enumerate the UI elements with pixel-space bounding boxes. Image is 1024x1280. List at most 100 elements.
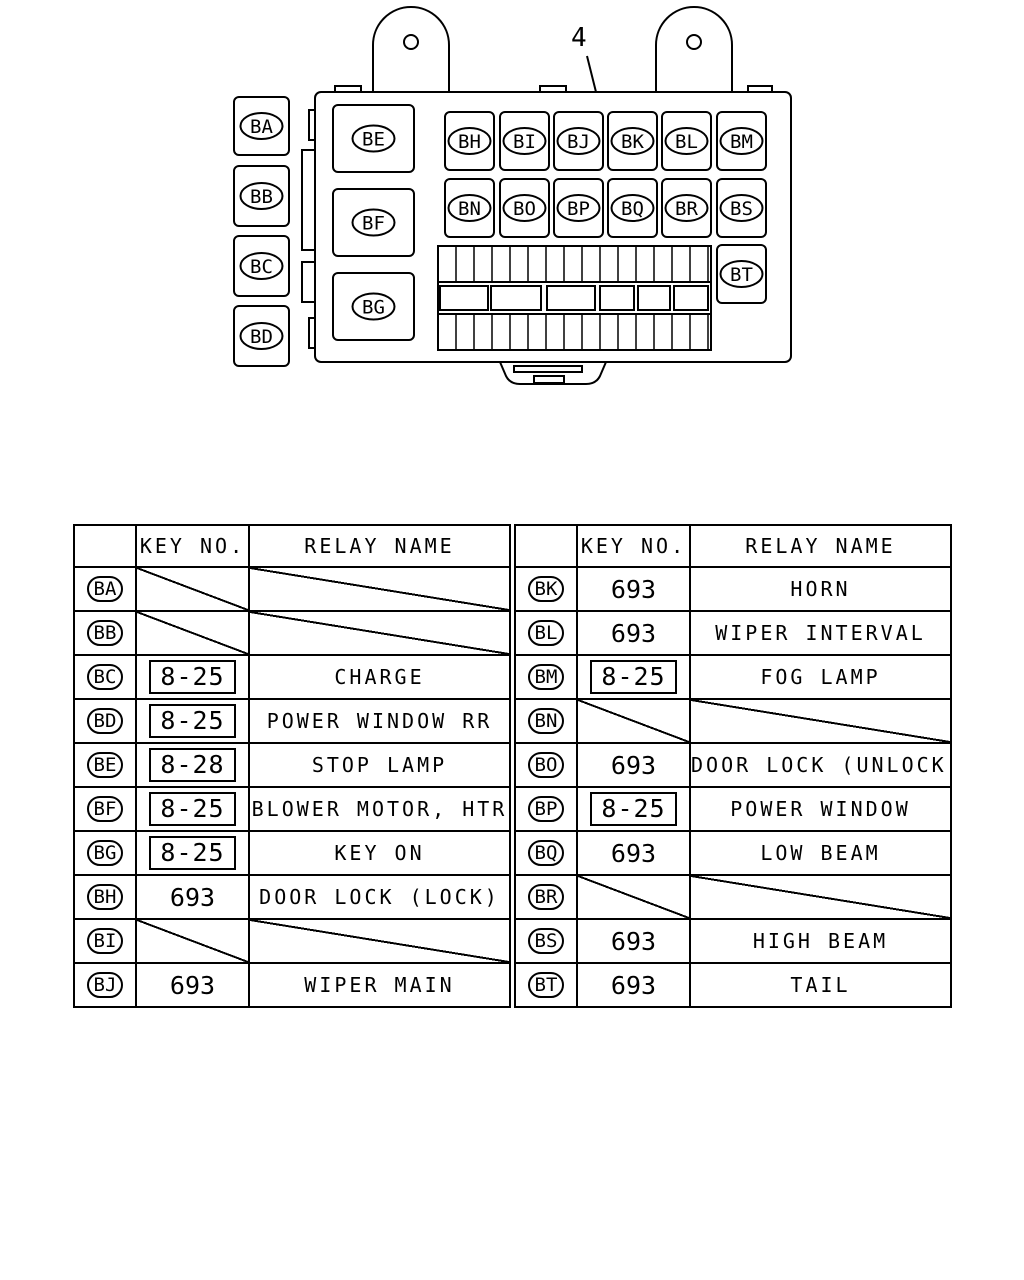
relay-block-label: BR (675, 198, 698, 220)
relay-code: BP (527, 796, 565, 822)
header-blank (73, 524, 137, 568)
relay-code-cell: BT (514, 962, 578, 1008)
key-no-cell: 693 (576, 742, 691, 788)
key-no: 8-25 (590, 660, 677, 694)
relay-code-cell: BA (73, 566, 137, 612)
key-no-cell: 693 (135, 874, 250, 920)
relay-code: BE (86, 752, 124, 778)
mounting-hole-left (403, 34, 419, 50)
relay-name-cell: POWER WINDOW (689, 786, 952, 832)
key-no-cell: 8-25 (576, 786, 691, 832)
table-row: BJ 693 WIPER MAIN (73, 962, 511, 1008)
relay-name-cell: STOP LAMP (248, 742, 511, 788)
relay-name: STOP LAMP (311, 753, 448, 777)
mounting-ear-right (655, 6, 733, 92)
key-no-cell: 693 (576, 566, 691, 612)
relay-block-label: BD (250, 326, 273, 348)
relay-code: BA (86, 576, 124, 602)
relay-block-label: BM (730, 131, 753, 153)
relay-block-bd: BD (233, 305, 290, 367)
table-row: BC 8-25 CHARGE (73, 654, 511, 700)
relay-code: BC (86, 664, 124, 690)
relay-code: BJ (86, 972, 124, 998)
relay-name: TAIL (790, 973, 851, 997)
table-row: BP 8-25 POWER WINDOW (514, 786, 952, 832)
relay-code-cell: BR (514, 874, 578, 920)
header-relay-name: RELAY NAME (248, 524, 511, 568)
relay-name-cell: FOG LAMP (689, 654, 952, 700)
key-no: 693 (610, 574, 657, 604)
relay-code-cell: BM (514, 654, 578, 700)
relay-block-bo: BO (499, 178, 550, 238)
relay-code-cell: BN (514, 698, 578, 744)
relay-name: CHARGE (334, 665, 425, 689)
relay-block-label: BH (458, 131, 481, 153)
relay-block-label: BO (513, 198, 536, 220)
relay-code-cell: BB (73, 610, 137, 656)
relay-code: BB (86, 620, 124, 646)
relay-name-cell: TAIL (689, 962, 952, 1008)
relay-name-cell: WIPER MAIN (248, 962, 511, 1008)
key-no-cell: 693 (576, 918, 691, 964)
relay-name-cell-empty (248, 918, 511, 964)
key-no-cell: 8-28 (135, 742, 250, 788)
key-no-cell: 8-25 (576, 654, 691, 700)
relay-block-bt: BT (716, 244, 767, 304)
relay-name: HORN (790, 577, 851, 601)
relay-name-cell: DOOR LOCK (LOCK) (248, 874, 511, 920)
key-no-cell: 8-25 (135, 698, 250, 744)
relay-block-label: BT (730, 264, 753, 286)
key-no-cell-empty (576, 874, 691, 920)
mounting-hole-right (686, 34, 702, 50)
relay-code-cell: BD (73, 698, 137, 744)
table-row: BK 693 HORN (514, 566, 952, 612)
key-no: 693 (610, 750, 657, 780)
key-no: 693 (610, 618, 657, 648)
relay-name-cell: WIPER INTERVAL (689, 610, 952, 656)
relay-code: BI (86, 928, 124, 954)
key-no: 8-28 (149, 748, 236, 782)
relay-name: HIGH BEAM (752, 929, 889, 953)
relay-block-label: BL (675, 131, 698, 153)
relay-code: BQ (527, 840, 565, 866)
relay-code-cell: BH (73, 874, 137, 920)
relay-code: BM (527, 664, 565, 690)
relay-code: BR (527, 884, 565, 910)
key-no: 8-25 (149, 660, 236, 694)
table-header-row: KEY NO. RELAY NAME (73, 524, 511, 568)
header-blank (514, 524, 578, 568)
relay-block-label: BC (250, 256, 273, 278)
key-no-cell: 8-25 (135, 786, 250, 832)
relay-code: BK (527, 576, 565, 602)
relay-block-be: BE (332, 104, 415, 173)
relay-block-label: BE (362, 129, 385, 151)
relay-block-bg: BG (332, 272, 415, 341)
relay-name-cell: HORN (689, 566, 952, 612)
key-no-cell: 8-25 (135, 654, 250, 700)
relay-name: POWER WINDOW (730, 797, 911, 821)
table-row: BI (73, 918, 511, 964)
key-no-cell-empty (135, 566, 250, 612)
key-no: 693 (169, 970, 216, 1000)
table-row: BM 8-25 FOG LAMP (514, 654, 952, 700)
relay-block-label: BA (250, 116, 273, 138)
relay-block-label: BP (567, 198, 590, 220)
relay-block-bs: BS (716, 178, 767, 238)
table-row: BA (73, 566, 511, 612)
table-row: BE 8-28 STOP LAMP (73, 742, 511, 788)
relay-code-cell: BE (73, 742, 137, 788)
relay-block-label: BK (621, 131, 644, 153)
relay-code-cell: BG (73, 830, 137, 876)
key-no-cell-empty (576, 698, 691, 744)
fuse-block (437, 245, 712, 351)
